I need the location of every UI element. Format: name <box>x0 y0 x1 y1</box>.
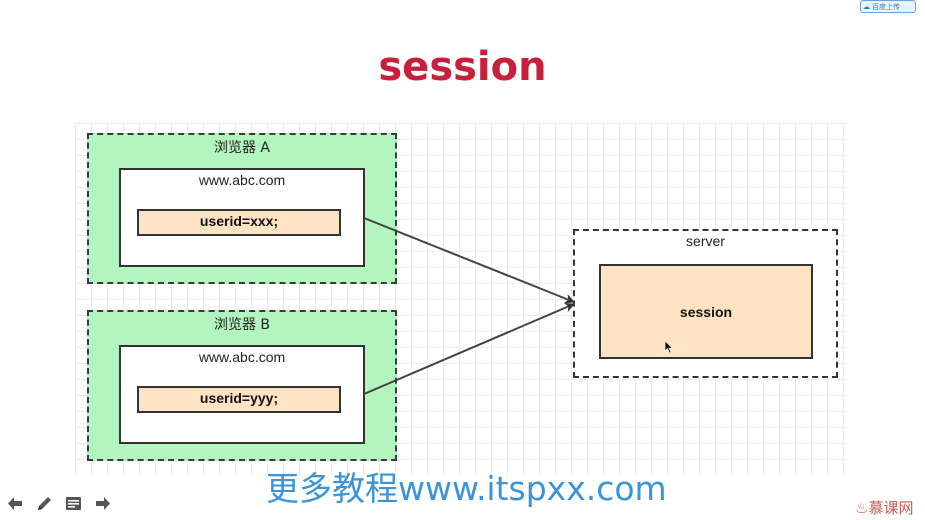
brand-logo: ♨慕课网 <box>855 497 913 518</box>
pen-icon[interactable] <box>35 494 54 513</box>
prev-arrow-icon[interactable] <box>6 494 25 513</box>
arrow-browser-b-to-server <box>363 302 575 395</box>
browser-b-label: 浏览器 B <box>213 317 271 333</box>
brand-name: 慕课网 <box>868 499 914 517</box>
watermark-text: 更多教程www.itspxx.com <box>266 469 667 508</box>
next-arrow-icon[interactable] <box>93 494 112 513</box>
server-label: server <box>686 233 725 249</box>
browser-a-cookie: userid=xxx; <box>137 209 341 236</box>
browser-b-page: www.abc.com userid=yyy; <box>119 345 365 444</box>
browser-a-container: 浏览器 A www.abc.com userid=xxx; <box>87 133 397 284</box>
flame-icon: ♨ <box>855 499 869 517</box>
slide-nav <box>6 494 112 513</box>
mouse-cursor-icon <box>664 340 674 354</box>
session-label: session <box>679 304 733 320</box>
upload-button[interactable]: ☁ 百度上传 <box>860 0 916 13</box>
notes-icon[interactable] <box>64 494 83 513</box>
arrow-browser-a-to-server <box>363 217 575 304</box>
browser-b-container: 浏览器 B www.abc.com userid=yyy; <box>87 310 397 461</box>
upload-button-label: 百度上传 <box>871 4 900 11</box>
server-container: server session <box>573 229 838 378</box>
session-store: session <box>599 264 813 359</box>
browser-a-page: www.abc.com userid=xxx; <box>119 168 365 267</box>
cloud-icon: ☁ <box>863 4 870 11</box>
browser-b-cookie: userid=yyy; <box>137 386 341 413</box>
slide-title: session <box>378 44 547 90</box>
browser-b-domain: www.abc.com <box>198 349 286 365</box>
browser-a-domain: www.abc.com <box>198 172 286 188</box>
browser-a-label: 浏览器 A <box>213 140 271 156</box>
